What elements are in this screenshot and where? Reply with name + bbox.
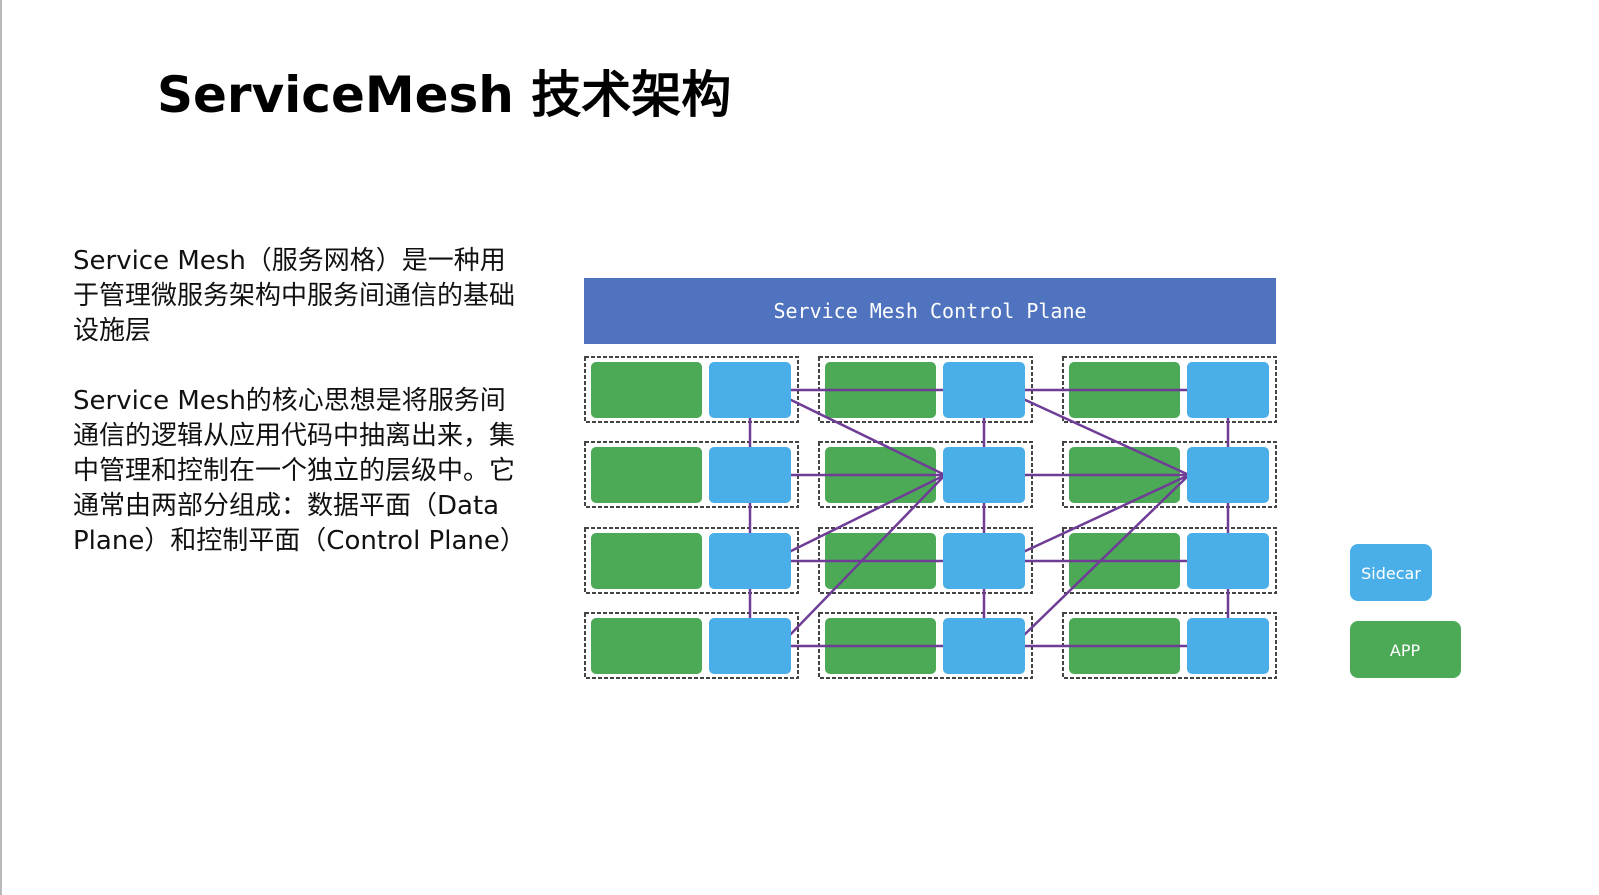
legend-sidecar-label: Sidecar (1361, 564, 1421, 583)
sidecar-box (1187, 362, 1269, 418)
sidecars-layer (709, 362, 1269, 674)
mesh-link (1020, 474, 1190, 639)
pod-border (584, 356, 799, 423)
sidecar-box (943, 447, 1025, 503)
pod-border (584, 527, 799, 594)
legend-sidecar-box (1350, 544, 1432, 601)
sidecar-box (1187, 618, 1269, 674)
mesh-link (1020, 396, 1190, 477)
paragraph-core-idea: Service Mesh的核心思想是将服务间通信的逻辑从应用代码中抽离出来，集中… (73, 386, 526, 556)
mesh-link (786, 396, 946, 477)
sidecar-box (709, 533, 791, 589)
app-box (591, 618, 702, 674)
pod-border (584, 612, 799, 679)
control-plane-label: Service Mesh Control Plane (773, 299, 1086, 323)
sidecar-box (709, 362, 791, 418)
body-text: Service Mesh（服务网格）是一种用于管理微服务架构中服务间通信的基础设… (73, 244, 526, 594)
app-box (591, 533, 702, 589)
control-plane-bar (584, 278, 1276, 344)
slide-title: ServiceMesh 技术架构 (157, 66, 732, 124)
mesh-link (786, 474, 946, 639)
sidecar-box (943, 533, 1025, 589)
mesh-link (786, 473, 946, 555)
app-box (591, 447, 702, 503)
sidecar-box (709, 618, 791, 674)
sidecar-box (943, 618, 1025, 674)
legend-app-box (1350, 621, 1461, 678)
sidecar-box (709, 447, 791, 503)
legend: Sidecar APP (1350, 544, 1461, 678)
sidecar-box (943, 362, 1025, 418)
sidecar-box (1187, 447, 1269, 503)
mesh-link (1020, 473, 1190, 555)
links-layer (748, 388, 1230, 648)
legend-app-label: APP (1390, 641, 1421, 660)
pod-border (584, 441, 799, 508)
slide-left-edge (0, 0, 2, 895)
sidecar-box (1187, 533, 1269, 589)
app-box (591, 362, 702, 418)
pods-layer (584, 356, 1277, 679)
paragraph-definition: Service Mesh（服务网格）是一种用于管理微服务架构中服务间通信的基础设… (73, 246, 516, 346)
